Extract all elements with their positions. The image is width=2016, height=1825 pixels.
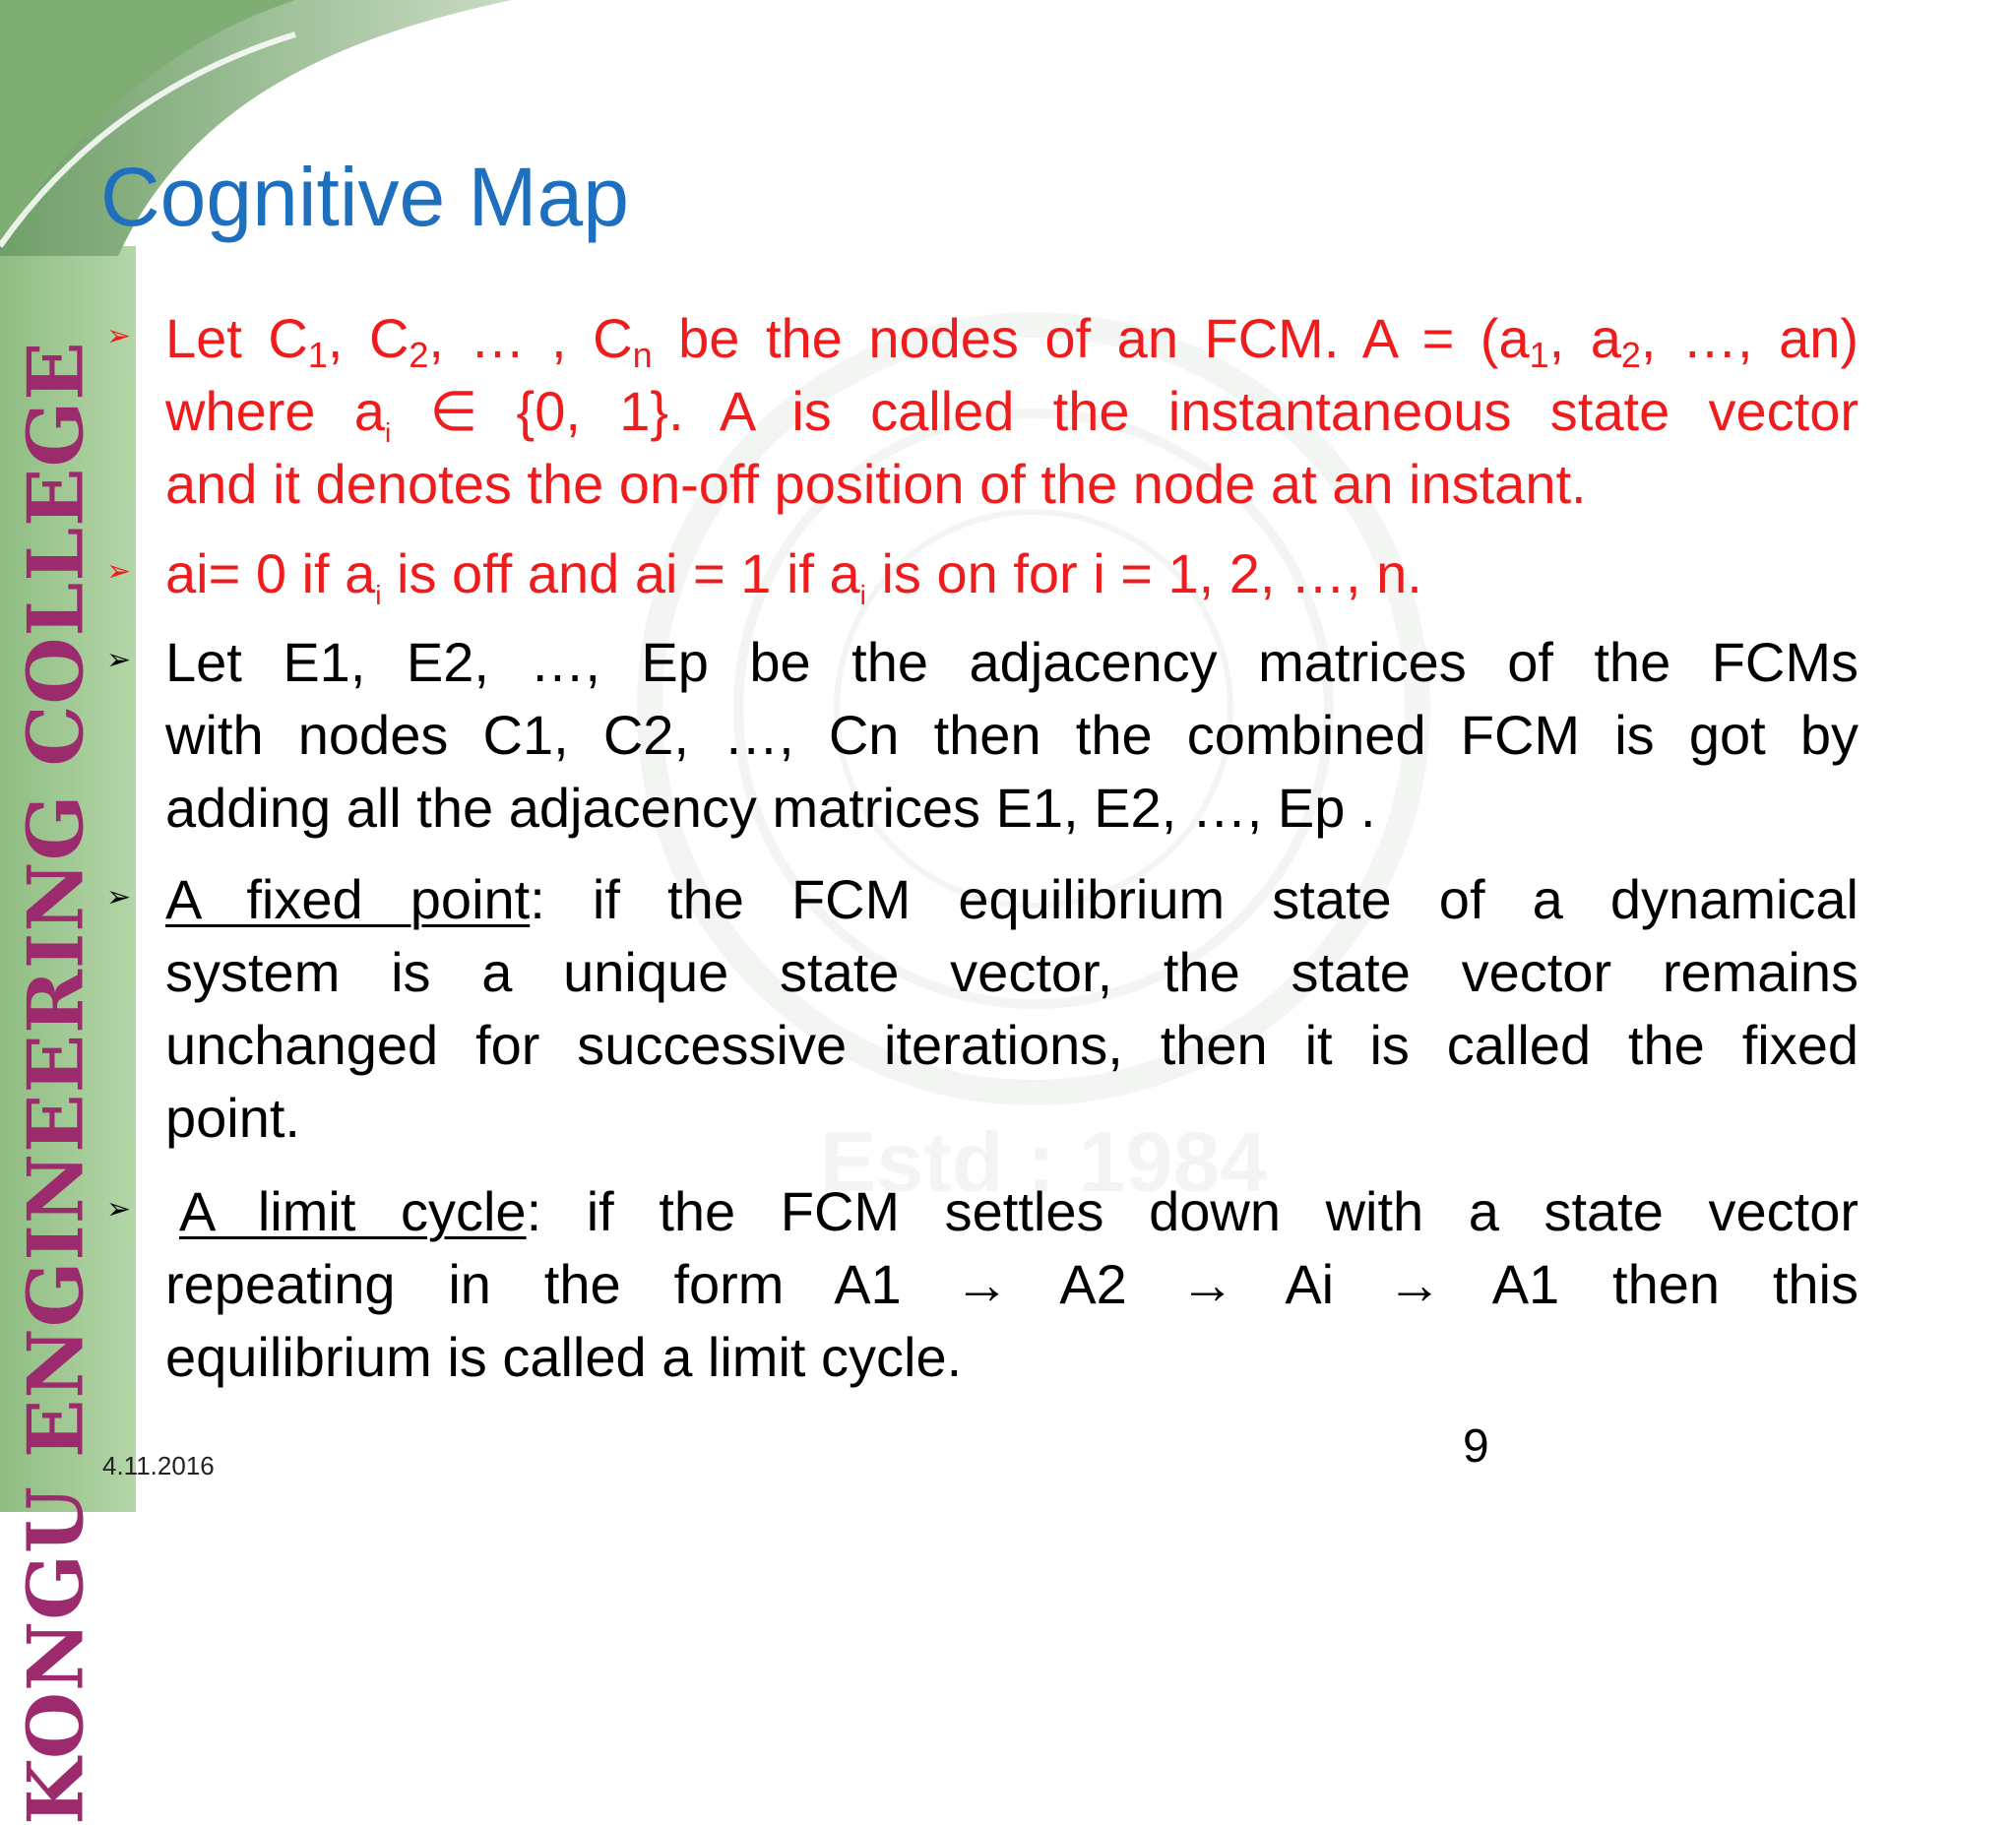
term-fixed-point: A fixed point [165, 868, 531, 930]
bullet-5-line-1: A limit cycle: if the FCM settles down w… [179, 1180, 1858, 1242]
bullet-5-line-3: equilibrium is called a limit cycle. [165, 1326, 963, 1388]
watermark-estd: Estd : 1984 [820, 1115, 1267, 1210]
bullet-arrow-icon: ➢ [106, 880, 132, 914]
bullet-4-line-3: unchanged for successive iterations, the… [165, 1014, 1858, 1076]
bullet-arrow-icon: ➢ [106, 643, 132, 677]
bullet-2-line-1: ai= 0 if ai is off and ai = 1 if ai is o… [165, 542, 1422, 610]
bullet-arrow-icon: ➢ [106, 554, 132, 589]
term-limit-cycle: A limit cycle [179, 1180, 527, 1242]
bullet-3-line-3: adding all the adjacency matrices E1, E2… [165, 777, 1376, 839]
bullet-arrow-icon: ➢ [106, 319, 132, 353]
bullet-5-line-2: repeating in the form A1 → A2 → Ai → A1 … [165, 1253, 1858, 1315]
college-name-vertical: KONGU ENGINEERING COLLEGE [11, 341, 101, 1825]
bullet-1-line-1: Let C1, C2, … , Cn be the nodes of an FC… [165, 307, 1859, 375]
bullet-1-line-3: and it denotes the on-off position of th… [165, 453, 1587, 515]
bullet-arrow-icon: ➢ [106, 1192, 132, 1227]
watermark-seal [637, 312, 1430, 1105]
bullet-4-line-1: A fixed point: if the FCM equilibrium st… [165, 868, 1858, 930]
bullet-4-line-2: system is a unique state vector, the sta… [165, 941, 1858, 1003]
page-number: 9 [1463, 1420, 1489, 1473]
slide-background: Estd : 1984 [0, 0, 1430, 1512]
slide-date: 4.11.2016 [102, 1451, 215, 1480]
bullet-3-line-1: Let E1, E2, …, Ep be the adjacency matri… [165, 631, 1858, 693]
slide-title: Cognitive Map [100, 151, 629, 243]
bullet-1-line-2: where ai ∈ {0, 1}. A is called the insta… [165, 380, 1858, 448]
bullet-3-line-2: with nodes C1, C2, …, Cn then the combin… [165, 704, 1858, 766]
bullet-4-line-4: point. [165, 1087, 300, 1149]
